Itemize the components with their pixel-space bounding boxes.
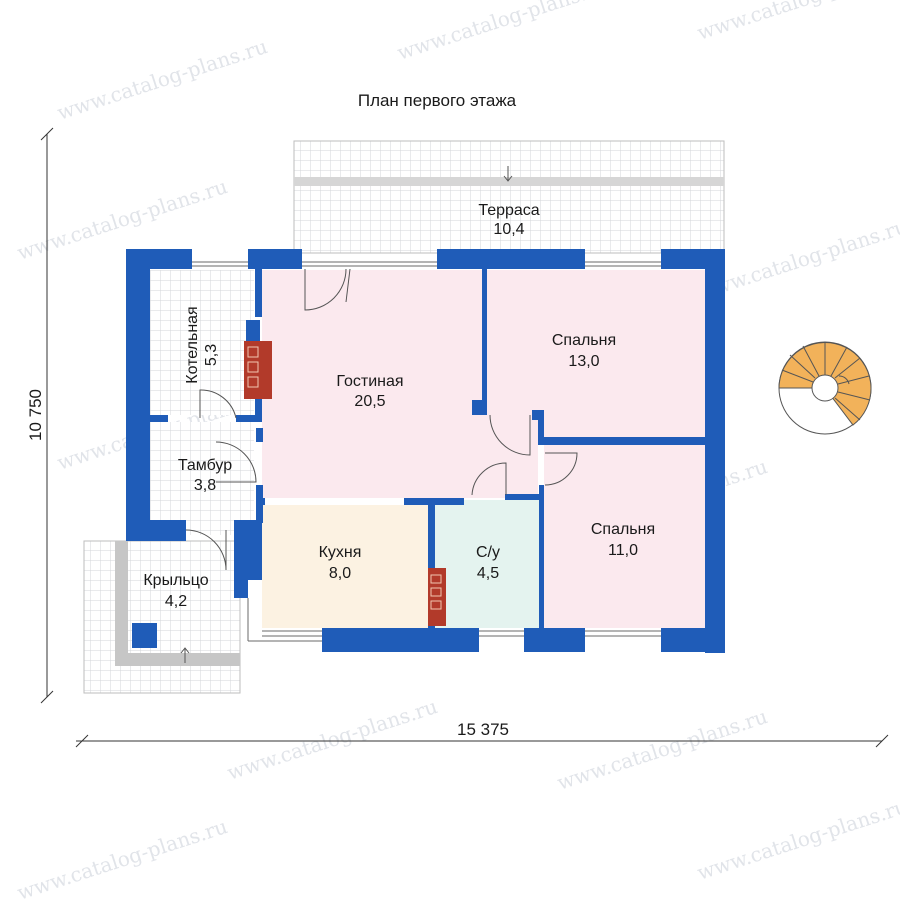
room-label-boiler: Котельная 5,3 — [184, 306, 220, 383]
vestibule-floor — [150, 422, 254, 523]
boiler-room-floor — [150, 270, 254, 415]
porch-area — [83, 540, 241, 694]
window-lines — [192, 261, 661, 642]
bedroom1-floor — [487, 270, 705, 440]
dimension-width: 15 375 — [75, 720, 889, 748]
room-area: 4,2 — [165, 593, 187, 610]
room-label-bedroom1: Спальня 13,0 — [552, 332, 616, 370]
room-area: 4,5 — [477, 565, 499, 582]
room-name: Гостиная — [336, 373, 403, 390]
terrace-area — [293, 140, 725, 254]
room-name: Котельная — [184, 306, 201, 383]
room-area: 20,5 — [354, 393, 385, 410]
room-name: Крыльцо — [143, 572, 208, 589]
plan-title: План первого этажа — [358, 91, 517, 110]
walls — [126, 249, 725, 653]
room-label-porch: Крыльцо 4,2 — [143, 572, 208, 610]
room-area: 13,0 — [568, 353, 599, 370]
room-name: Спальня — [591, 521, 655, 538]
room-area: 3,8 — [194, 477, 216, 494]
living-room-floor — [262, 270, 482, 498]
spiral-stair-icon — [778, 341, 872, 435]
room-name: С/у — [476, 544, 500, 561]
watermark-text: www.catalog-plans.ru — [224, 694, 440, 785]
watermark-text: www.catalog-plans.ru — [554, 704, 770, 795]
watermark-text: www.catalog-plans.ru — [694, 794, 900, 885]
dimension-height: 10 750 — [26, 127, 54, 704]
room-label-living: Гостиная 20,5 — [336, 373, 403, 410]
watermark-text: www.catalog-plans.ru — [14, 814, 230, 900]
height-dimension-label: 10 750 — [26, 389, 45, 441]
room-area: 5,3 — [203, 344, 220, 366]
width-dimension-label: 15 375 — [457, 720, 509, 739]
kitchen-floor — [262, 505, 428, 628]
room-name: Тамбур — [178, 457, 232, 474]
room-label-vestibule: Тамбур 3,8 — [178, 457, 232, 494]
room-label-bedroom2: Спальня 11,0 — [591, 521, 655, 559]
room-area: 10,4 — [493, 221, 524, 238]
bathroom-floor — [435, 500, 539, 628]
room-area: 11,0 — [608, 542, 638, 559]
stove-icon — [244, 341, 272, 399]
room-label-terrace: Терраса 10,4 — [478, 202, 539, 238]
bedroom2-floor — [544, 445, 705, 628]
room-label-kitchen: Кухня 8,0 — [319, 544, 362, 582]
room-label-bathroom: С/у 4,5 — [476, 544, 500, 582]
room-area: 8,0 — [329, 565, 351, 582]
room-name: Спальня — [552, 332, 616, 349]
watermark-text: www.catalog-plans.ru — [54, 34, 270, 125]
door-swings — [185, 268, 578, 571]
room-name: Кухня — [319, 544, 362, 561]
watermark-text: www.catalog-plans.ru — [694, 214, 900, 305]
watermark-text: www.catalog-plans.ru — [694, 0, 900, 45]
watermark-text: www.catalog-plans.ru — [394, 0, 610, 65]
room-name: Терраса — [478, 202, 539, 219]
stove-icon — [428, 568, 446, 626]
